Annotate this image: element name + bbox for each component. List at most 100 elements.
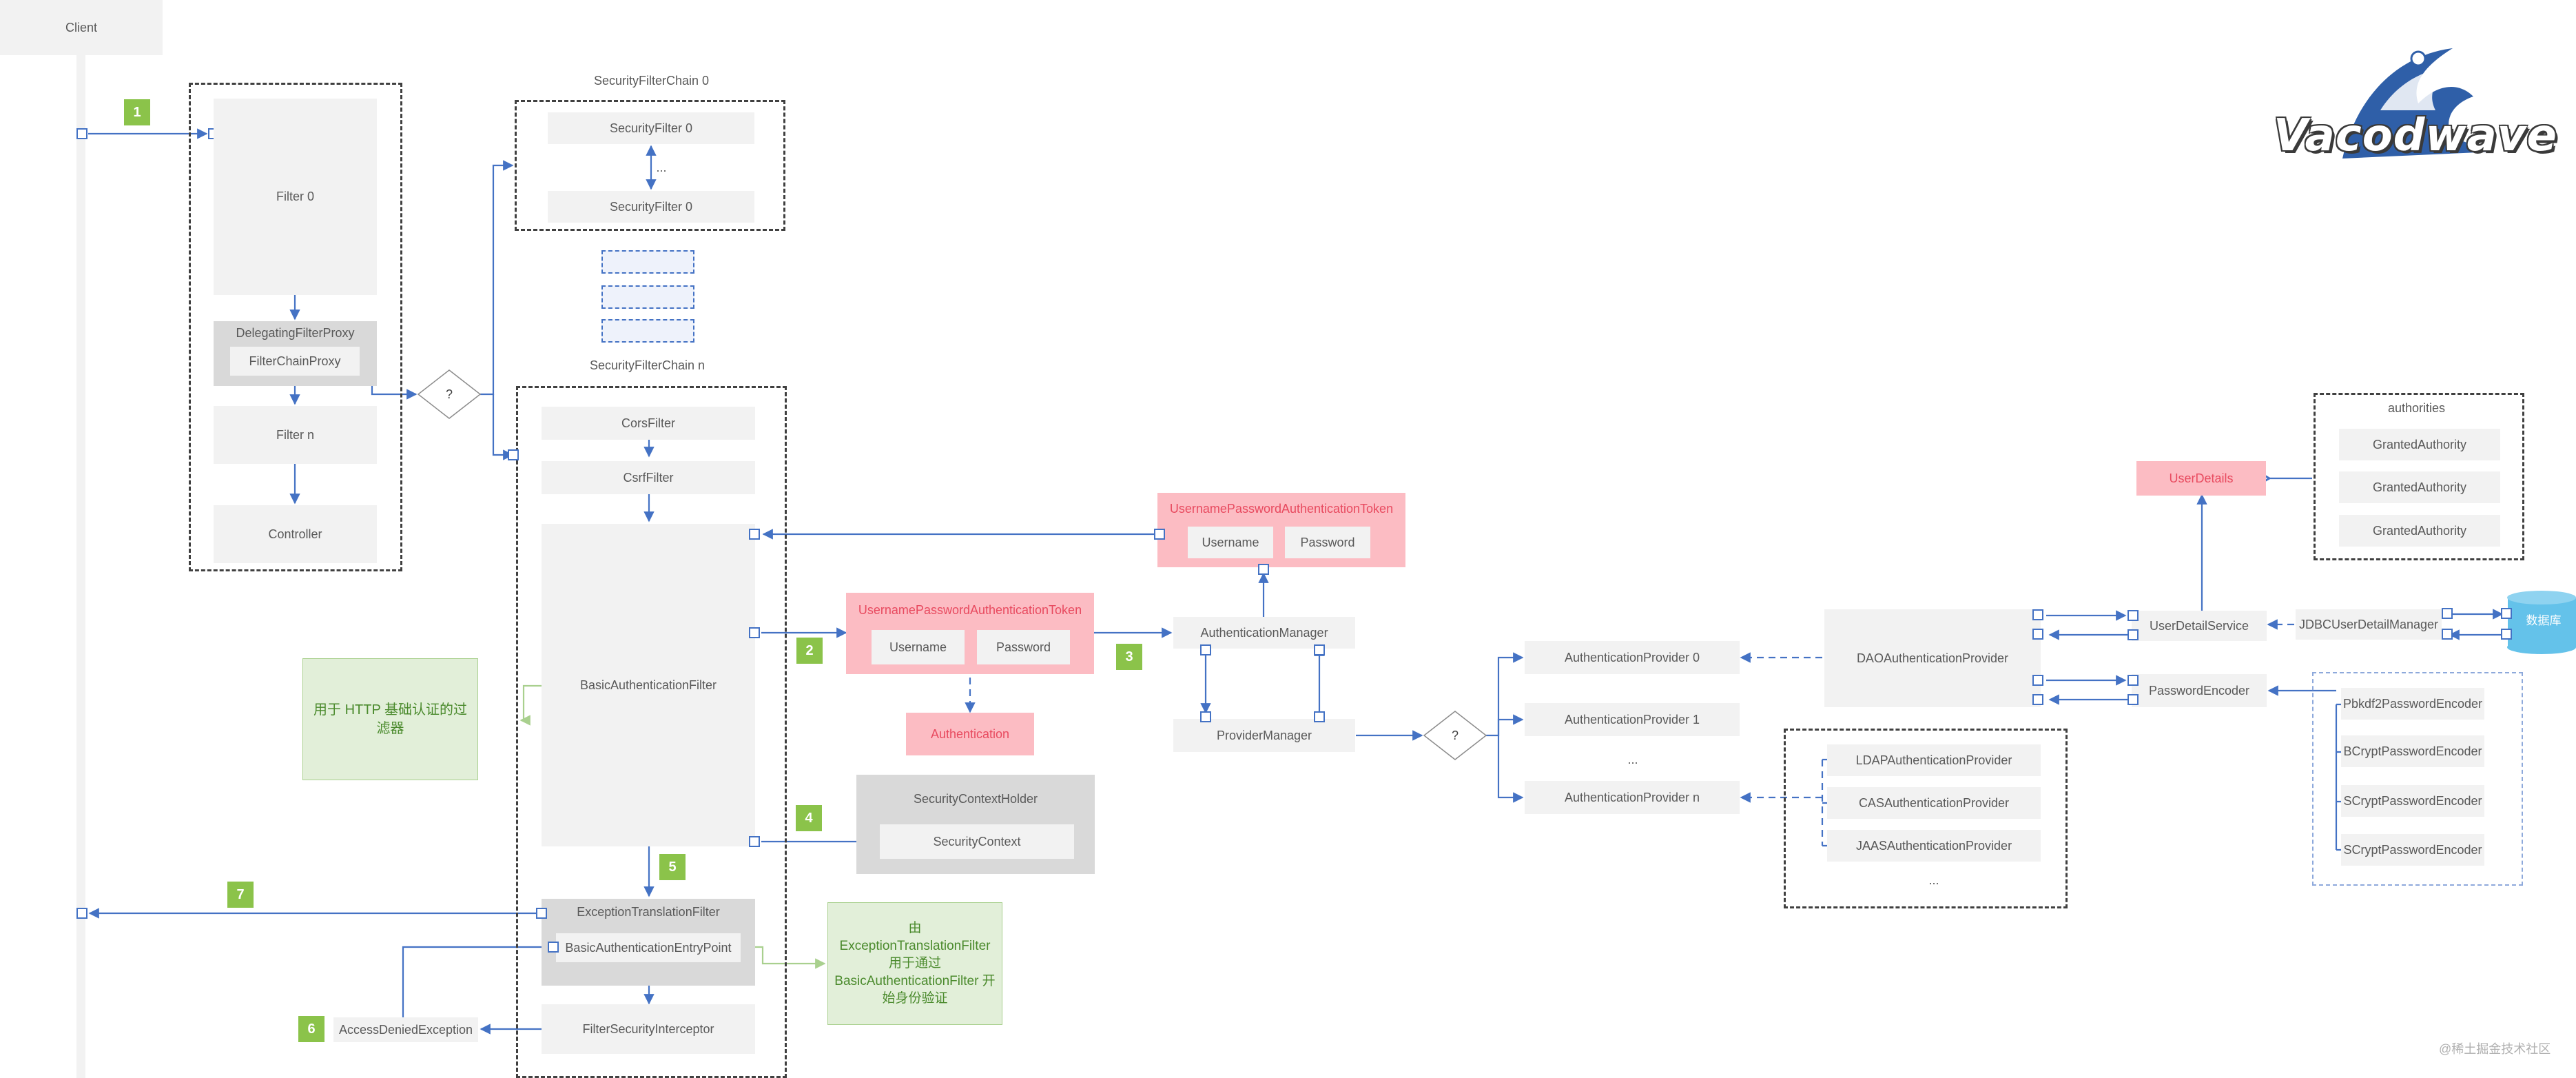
- token-top-username: Username: [1188, 527, 1273, 558]
- basic-port-token-in: [749, 529, 760, 540]
- wire-decision-to-pn: [1497, 735, 1524, 803]
- filtern-box: Filter n: [214, 406, 377, 464]
- db-port-1: [2501, 608, 2512, 619]
- providern-label: AuthenticationProvider n: [1564, 790, 1700, 804]
- exception-port: [536, 908, 547, 919]
- wire-decision-to-chain0: [480, 160, 514, 396]
- provider1-label: AuthenticationProvider 1: [1564, 712, 1700, 726]
- controller-label: Controller: [268, 527, 322, 541]
- step-4-badge: 4: [796, 805, 822, 831]
- provider-decision-diamond: [1423, 711, 1487, 760]
- wire-decision-to-p0: [1486, 652, 1524, 737]
- wire-denied-to-entrypoint: [402, 942, 555, 1017]
- step-1-badge: 1: [124, 99, 150, 125]
- step-2-badge: 2: [796, 638, 823, 664]
- filter-container: [189, 83, 402, 571]
- basic-auth-note: 用于 HTTP 基础认证的过滤器: [302, 658, 478, 780]
- auth-manager-label: AuthenticationManager: [1200, 625, 1328, 640]
- filter0-label: Filter 0: [276, 190, 314, 204]
- client-label: Client: [65, 20, 98, 34]
- entry-point-note: 由 ExceptionTranslationFilter 用于通过 BasicA…: [827, 902, 1002, 1025]
- token-top-port-bottom: [1258, 564, 1269, 575]
- basic-port-context: [749, 836, 760, 847]
- controller-box: Controller: [214, 505, 377, 563]
- token-top-title: UsernamePasswordAuthenticationToken: [1169, 502, 1394, 516]
- chain-proxy-box: FilterChainProxy: [230, 347, 360, 376]
- chain0-filter-bottom: SecurityFilter 0: [548, 191, 754, 223]
- encoder-scrypt-1: SCryptPasswordEncoder: [2341, 785, 2484, 817]
- wire-basic-to-note: [519, 684, 542, 726]
- step-7-badge: 7: [227, 882, 254, 908]
- interceptor-label: FilterSecurityInterceptor: [582, 1021, 714, 1036]
- provider-manager-port-right: [1314, 711, 1325, 722]
- auth-manager-port-right: [1314, 644, 1325, 655]
- user-detail-service-box: UserDetailService: [2132, 611, 2267, 641]
- basic-auth-note-text: 用于 HTTP 基础认证的过滤器: [313, 702, 467, 736]
- watermark-text: @稀土掘金技术社区: [2439, 1042, 2551, 1056]
- password-encoder-box: PasswordEncoder: [2132, 674, 2267, 707]
- password-encoder-label: PasswordEncoder: [2148, 683, 2250, 698]
- uds-port-2: [2127, 629, 2139, 640]
- access-denied-box: AccessDeniedException: [333, 1017, 478, 1042]
- encoders-container: [2312, 672, 2523, 886]
- entry-point-port: [548, 942, 559, 953]
- exception-filter-label: ExceptionTranslationFilter: [577, 905, 720, 919]
- dao-port-4: [2032, 694, 2043, 705]
- authorities-container: [2314, 393, 2524, 560]
- encoder-bcrypt-label: BCryptPasswordEncoder: [2343, 744, 2482, 758]
- database-cylinder: [2507, 591, 2576, 654]
- authorities-title: authorities: [2388, 401, 2446, 415]
- encoder-scrypt-2: SCryptPasswordEncoder: [2341, 834, 2484, 866]
- chain-placeholder-3: [601, 319, 694, 343]
- encoder-scrypt-2-label: SCryptPasswordEncoder: [2343, 842, 2482, 857]
- chain-placeholder-1: [601, 250, 694, 274]
- chain-proxy-label: FilterChainProxy: [249, 354, 341, 368]
- token-left-password-label: Password: [996, 640, 1051, 654]
- token-top-port: [1154, 529, 1165, 540]
- providers-ellipsis: ...: [1627, 752, 1638, 766]
- provider0-label: AuthenticationProvider 0: [1564, 650, 1700, 664]
- entry-point-note-text: 由 ExceptionTranslationFilter 用于通过 BasicA…: [834, 920, 996, 1006]
- step-3-badge: 3: [1116, 644, 1142, 670]
- token-top-password: Password: [1285, 527, 1370, 558]
- token-top-username-label: Username: [1202, 535, 1259, 549]
- cas-provider-box: CASAuthenticationProvider: [1827, 787, 2041, 819]
- csrf-filter-box: CsrfFilter: [542, 461, 755, 494]
- jdbc-port-1: [2442, 608, 2453, 619]
- cors-filter-box: CorsFilter: [542, 407, 755, 440]
- logo-wordmark: Vacodwave: [2274, 110, 2557, 161]
- delegating-proxy-label: DelegatingFilterProxy: [236, 326, 355, 340]
- encoder-port-2: [2127, 694, 2139, 705]
- interceptor-box: FilterSecurityInterceptor: [542, 1004, 755, 1054]
- chain0-filter-top-label: SecurityFilter 0: [609, 121, 693, 135]
- provider-manager-label: ProviderManager: [1216, 728, 1312, 742]
- filter0-box: Filter 0: [214, 99, 377, 295]
- user-details-label: UserDetails: [2169, 471, 2234, 485]
- wire-decision-to-p1: [1497, 714, 1524, 735]
- step-5-badge: 5: [659, 854, 686, 880]
- csrf-filter-label: CsrfFilter: [623, 470, 674, 485]
- granted-authority-1: GrantedAuthority: [2339, 429, 2500, 460]
- encoder-scrypt-1-label: SCryptPasswordEncoder: [2343, 793, 2482, 808]
- jdbc-manager-label: JDBCUserDetailManager: [2298, 617, 2439, 631]
- cas-provider-label: CASAuthenticationProvider: [1858, 795, 2010, 810]
- granted-authority-2-label: GrantedAuthority: [2372, 480, 2467, 494]
- security-context-label: SecurityContext: [933, 834, 1021, 848]
- basic-auth-filter-box: BasicAuthenticationFilter: [542, 524, 755, 846]
- jaas-provider-box: JAASAuthenticationProvider: [1827, 830, 2041, 862]
- granted-authority-1-label: GrantedAuthority: [2372, 437, 2467, 451]
- access-denied-label: AccessDeniedException: [338, 1022, 473, 1037]
- chain0-title: SecurityFilterChain 0: [594, 74, 710, 88]
- jdbc-port-2: [2442, 629, 2453, 640]
- ldap-provider-box: LDAPAuthenticationProvider: [1827, 744, 2041, 776]
- auth-manager-box: AuthenticationManager: [1173, 617, 1355, 649]
- client-port-top: [76, 128, 87, 139]
- client-port-bottom: [76, 908, 87, 919]
- token-left-password: Password: [977, 630, 1070, 664]
- uds-port-1: [2127, 610, 2139, 621]
- dao-port-3: [2032, 675, 2043, 686]
- ldap-provider-label: LDAPAuthenticationProvider: [1855, 753, 2012, 767]
- provider-manager-port-left: [1200, 711, 1211, 722]
